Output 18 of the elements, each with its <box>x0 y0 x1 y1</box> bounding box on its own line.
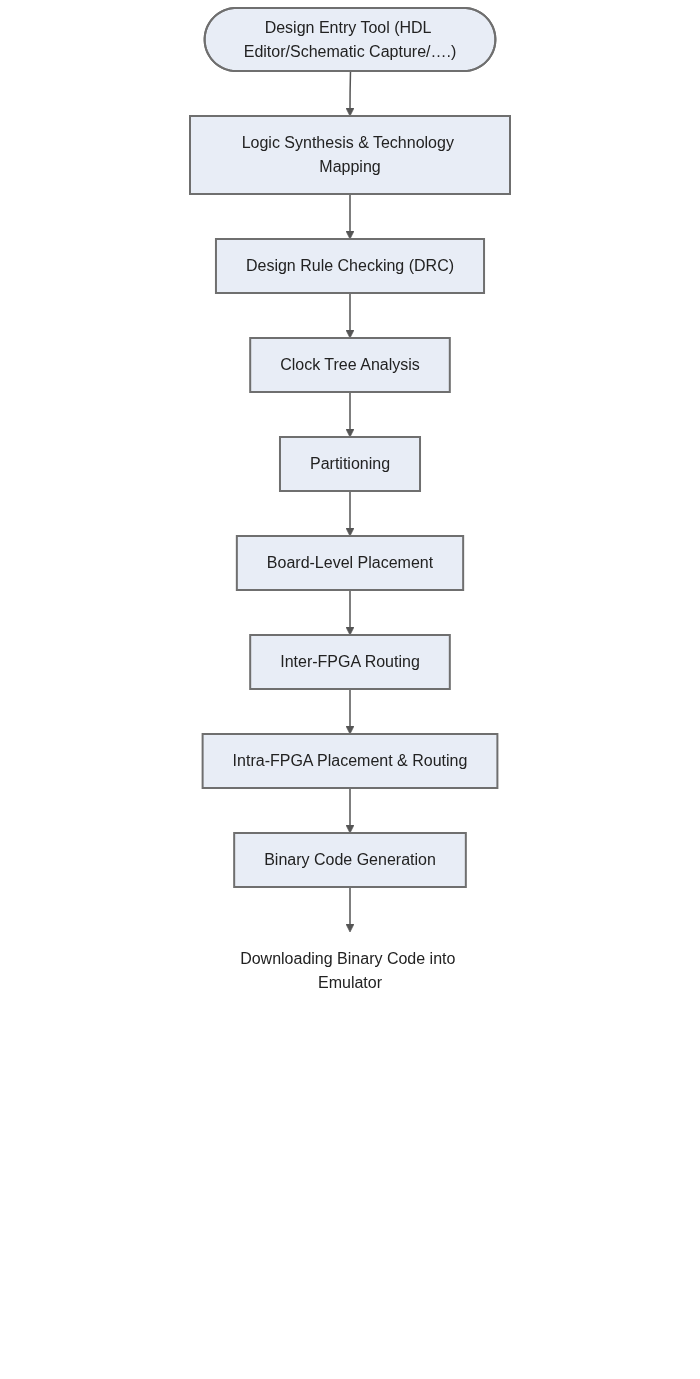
node-box: Board-Level Placement <box>235 535 465 591</box>
node-box: Inter-FPGA Routing <box>249 634 451 690</box>
node-box: Design Rule Checking (DRC) <box>214 238 486 294</box>
arrow <box>345 490 355 537</box>
arrow <box>345 391 355 438</box>
arrow <box>345 787 355 834</box>
node-text: Downloading Binary Code into Emulator <box>240 950 456 991</box>
node-box: Binary Code Generation <box>233 832 467 888</box>
arrow <box>345 886 355 933</box>
node-box: Intra-FPGA Placement & Routing <box>201 733 499 789</box>
node-box: Logic Synthesis & Technology Mapping <box>189 115 511 195</box>
arrow <box>345 688 355 735</box>
arrow <box>345 589 355 636</box>
arrow <box>345 70 355 117</box>
arrow <box>345 292 355 339</box>
node-box: Partitioning <box>279 436 421 492</box>
node-box: Clock Tree Analysis <box>249 337 451 393</box>
arrow <box>345 193 355 240</box>
